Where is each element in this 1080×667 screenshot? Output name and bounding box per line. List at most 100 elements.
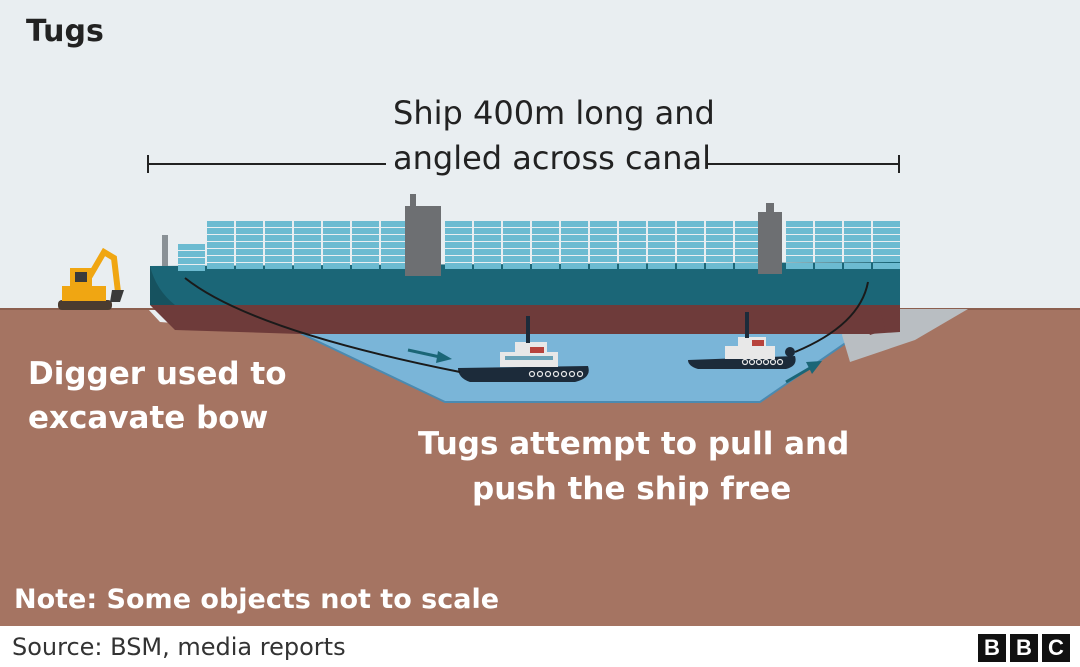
- container: [294, 256, 321, 262]
- porthole: [776, 358, 784, 366]
- tow-line-bow: [184, 277, 461, 373]
- container: [503, 242, 530, 248]
- container: [294, 235, 321, 241]
- container: [474, 242, 501, 248]
- container: [207, 242, 234, 248]
- container: [619, 221, 646, 227]
- container: [207, 235, 234, 241]
- container: [815, 221, 842, 227]
- source-credit: Source: BSM, media reports: [12, 633, 346, 661]
- container: [503, 221, 530, 227]
- container: [294, 228, 321, 234]
- ship-length-label-line-1: Ship 400m long and: [393, 94, 715, 132]
- container: [352, 256, 379, 262]
- container: [844, 221, 871, 227]
- container: [844, 249, 871, 255]
- tug-2-mast: [745, 312, 749, 338]
- container: [381, 221, 408, 227]
- container: [873, 256, 900, 262]
- container: [677, 249, 704, 255]
- container: [323, 221, 350, 227]
- container: [474, 249, 501, 255]
- container: [265, 235, 292, 241]
- container: [352, 221, 379, 227]
- tug-1-portholes: [528, 370, 584, 378]
- tugs-label-line-1: Tugs attempt to pull and: [418, 426, 850, 462]
- container: [178, 251, 205, 257]
- container: [294, 263, 321, 269]
- porthole: [568, 370, 576, 378]
- container: [844, 256, 871, 262]
- container: [648, 263, 675, 269]
- bbc-logo: B B C: [978, 634, 1070, 662]
- container: [590, 263, 617, 269]
- bow-mast: [162, 235, 168, 266]
- container: [590, 242, 617, 248]
- container: [178, 244, 205, 250]
- container: [786, 235, 813, 241]
- container: [323, 256, 350, 262]
- porthole: [552, 370, 560, 378]
- container: [445, 256, 472, 262]
- container: [590, 256, 617, 262]
- container: [561, 221, 588, 227]
- logo-letter-b2: B: [1010, 634, 1038, 662]
- container: [207, 221, 234, 227]
- container: [532, 249, 559, 255]
- container: [706, 242, 733, 248]
- container: [677, 256, 704, 262]
- container: [844, 235, 871, 241]
- container: [735, 228, 762, 234]
- container: [265, 249, 292, 255]
- container: [648, 228, 675, 234]
- container: [381, 235, 408, 241]
- container: [503, 235, 530, 241]
- container: [873, 235, 900, 241]
- container: [561, 235, 588, 241]
- container: [590, 249, 617, 255]
- tug-icon: [458, 316, 589, 382]
- container: [648, 242, 675, 248]
- container: [503, 228, 530, 234]
- container: [590, 221, 617, 227]
- container: [265, 256, 292, 262]
- container: [735, 242, 762, 248]
- container: [815, 256, 842, 262]
- container: [706, 228, 733, 234]
- container: [706, 235, 733, 241]
- container: [532, 256, 559, 262]
- porthole: [544, 370, 552, 378]
- arrow-icon: [407, 348, 452, 363]
- container: [265, 242, 292, 248]
- container: [381, 256, 408, 262]
- container: [735, 221, 762, 227]
- container: [735, 235, 762, 241]
- container: [873, 242, 900, 248]
- ship-keel: [150, 305, 900, 334]
- container: [265, 228, 292, 234]
- ship-hull: [150, 262, 900, 305]
- tugs-label-line-2: push the ship free: [472, 471, 792, 507]
- tow-line-stern: [794, 281, 869, 353]
- container: [786, 263, 813, 269]
- container: [648, 221, 675, 227]
- digger-tracks: [58, 300, 112, 310]
- digger-label-line-2: excavate bow: [28, 400, 269, 436]
- container: [619, 228, 646, 234]
- container: [323, 242, 350, 248]
- container: [503, 263, 530, 269]
- container: [619, 256, 646, 262]
- container: [178, 258, 205, 264]
- container: [786, 242, 813, 248]
- container: [677, 263, 704, 269]
- container: [735, 249, 762, 255]
- container: [677, 235, 704, 241]
- container: [265, 263, 292, 269]
- container: [445, 228, 472, 234]
- porthole: [755, 358, 763, 366]
- porthole: [741, 358, 749, 366]
- container: [352, 235, 379, 241]
- tug-2-portholes: [741, 358, 784, 366]
- container: [815, 263, 842, 269]
- container: [532, 263, 559, 269]
